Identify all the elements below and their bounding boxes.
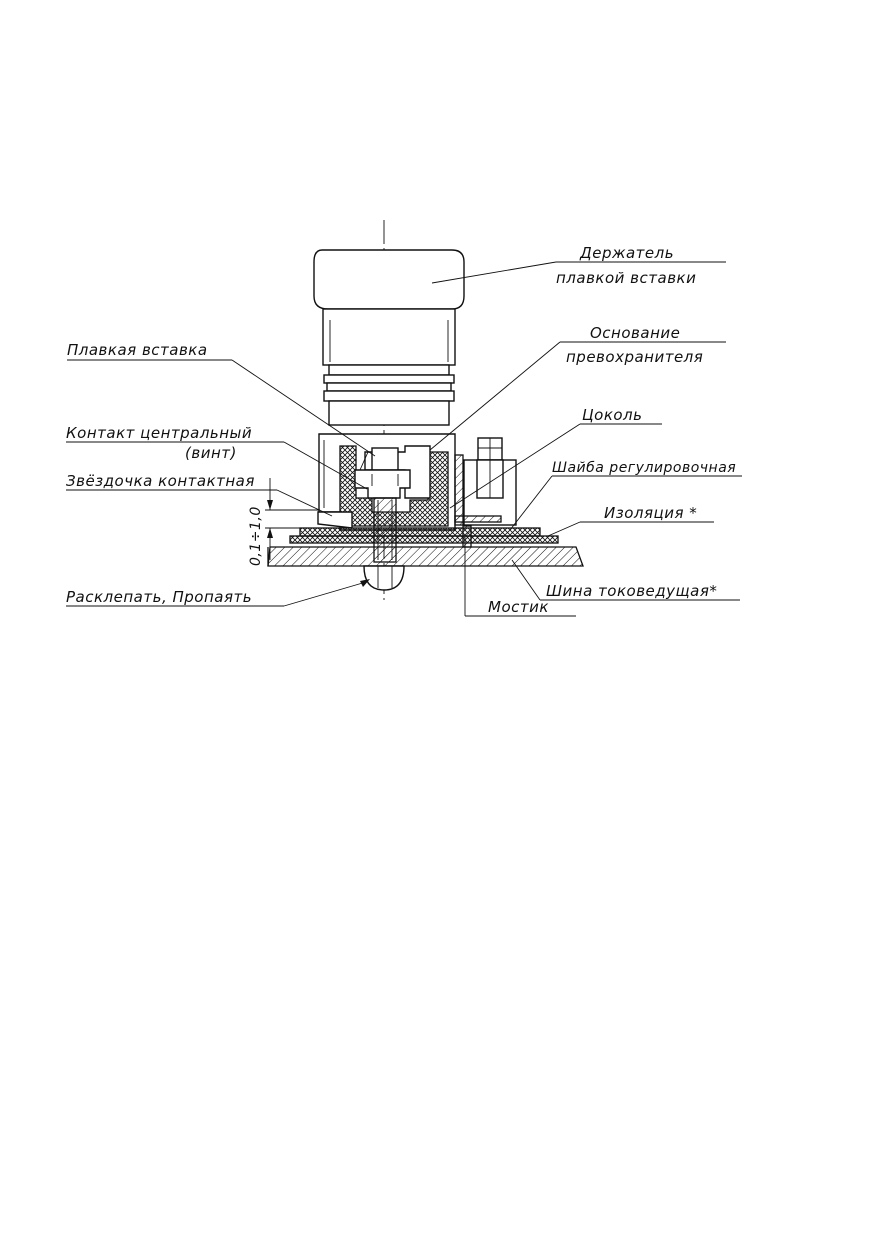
label-fuse-insert: Плавкая вставка [67,341,208,359]
dimension-label: 0,1÷1,0 [248,506,264,566]
label-base-line1: Основание [590,324,680,342]
label-rivet: Расклепать, Пропаять [66,588,252,606]
label-bridge: Мостик [488,598,549,616]
callout-labels: Держатель плавкой вставки Плавкая вставк… [66,244,736,616]
label-star-contact: Звёздочка контактная [66,472,255,490]
label-contact-line1: Контакт центральный [66,424,252,442]
leader-lines [66,261,742,617]
fuse-holder [313,249,465,426]
label-holder-line2: плавкой вставки [556,269,696,287]
label-base-line2: превохранителя [566,348,703,366]
label-bus: Шина токоведущая* [546,582,717,600]
label-contact-line2: (винт) [185,444,237,462]
label-washer: Шайба регулировочная [552,460,736,476]
current-bus [267,525,584,591]
contact-layers [289,511,559,544]
label-socket: Цоколь [582,406,643,424]
label-holder-line1: Держатель [579,244,674,262]
label-insulation: Изоляция * [604,504,697,522]
gap-dimension: 0,1÷1,0 [248,478,320,566]
socket [454,437,517,526]
